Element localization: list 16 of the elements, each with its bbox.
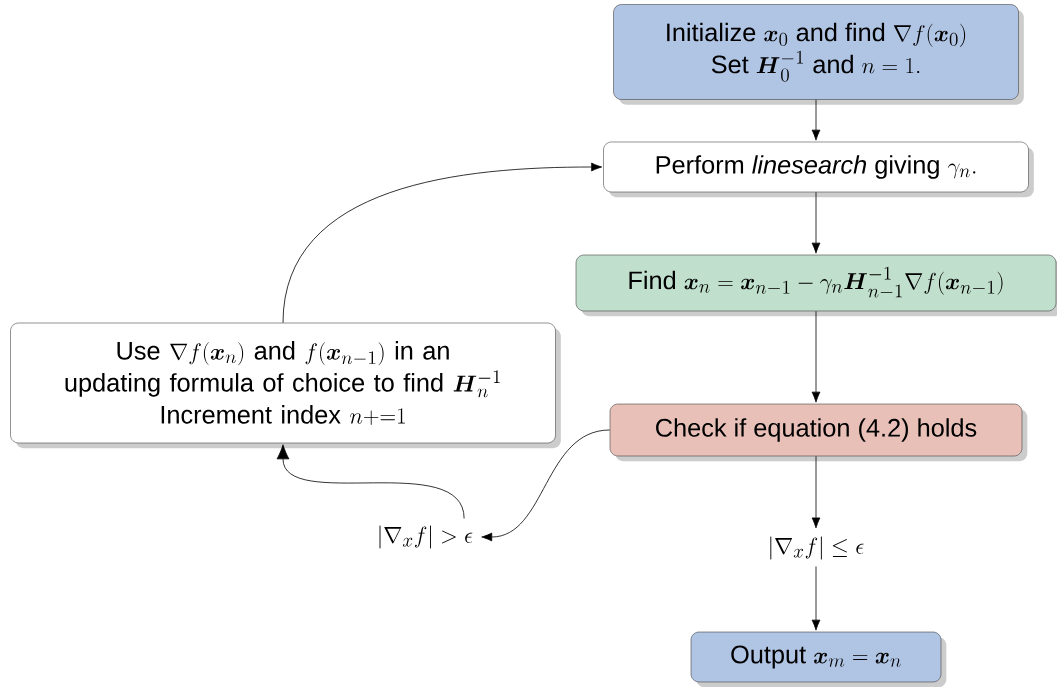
process-box: $\text{Perform \textit{linesearch} giving } \gamma_n.$	[603, 141, 1034, 198]
condition-label: $\left|\nabla_x f\right| \leq \epsilon$	[770, 536, 864, 560]
arrow	[276, 444, 465, 519]
condition-label: $\left|\nabla_x f\right| > \epsilon$	[379, 525, 473, 549]
arrow	[282, 162, 603, 324]
arrow	[811, 99, 821, 141]
process-box: $\text{Find } \boldsymbol{x}_n=\boldsymbol{x}_{n-1}-\gamma_n\boldsymbol{H}_{n-1}^{-1}\nabla f(\boldsymbol{x}_{n-1})$	[575, 254, 1057, 317]
process-box: $\text{Initialize } \boldsymbol{x}_0 \text{ and find } \nabla f(\boldsymbol{x}_0)$ $\text{Set } \boldsymbol{H}_0^{-1} \text{ and } n=1.$	[613, 4, 1024, 105]
arrow	[481, 429, 611, 542]
process-box: $\text{Check if equation (4.2) holds}$	[609, 403, 1028, 462]
process-box: $\text{Output } \boldsymbol{x}_m=\boldsymbol{x}_n$	[690, 631, 947, 687]
process-box: $\text{Use } \nabla f(\boldsymbol{x}_n) \text{ and } f(\boldsymbol{x}_{n-1}) \text{ in an} \allowbreak \text{updating formula of choice to find } \boldsymbol{H}_n^{-1}$ $\text{Increment index } n\mathord{+}{=}1$	[10, 322, 561, 449]
arrow	[811, 455, 821, 529]
arrow	[811, 310, 821, 403]
arrow	[811, 566, 821, 631]
arrow	[811, 191, 821, 254]
